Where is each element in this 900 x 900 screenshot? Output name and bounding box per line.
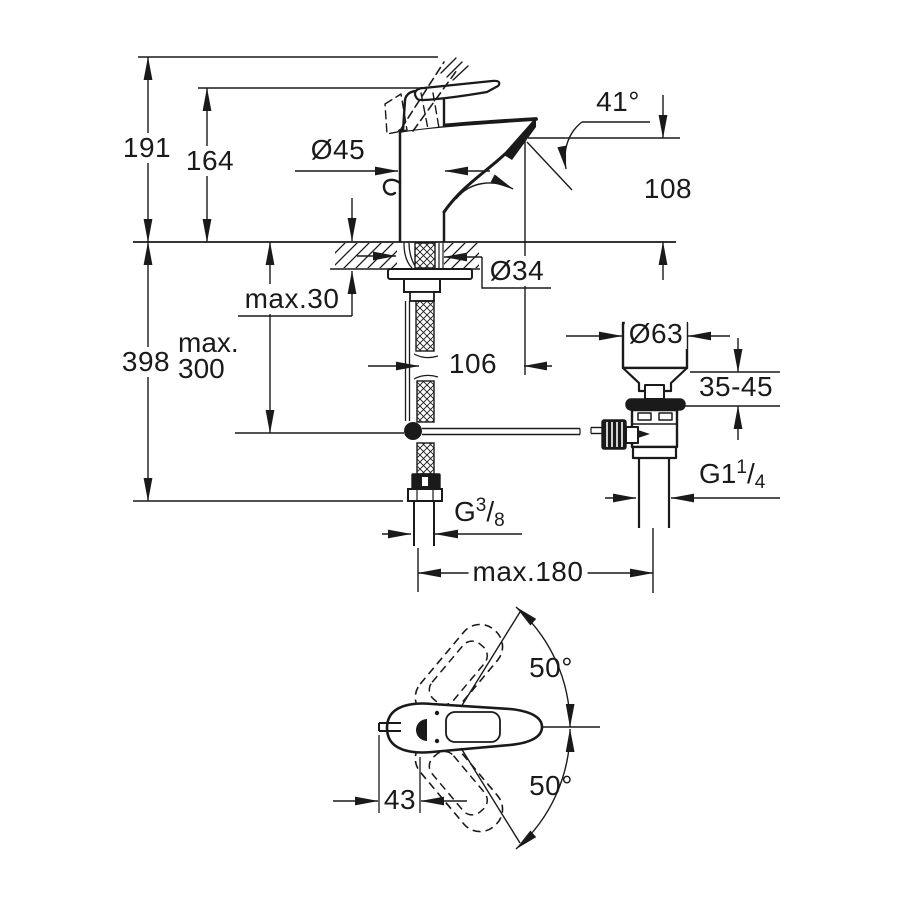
g114-slash: / (746, 458, 755, 489)
handle-front-stub (378, 722, 401, 732)
handle-top-inset (445, 711, 501, 743)
dim-label-max300-line2: 300 (178, 353, 225, 384)
counter-section (335, 243, 479, 268)
shank-thread (414, 242, 436, 269)
dim-41-arc (557, 121, 583, 170)
faucet-body-fill (400, 119, 536, 241)
handle-raised-cap-hatch (440, 57, 469, 81)
mounting-washer (387, 268, 473, 280)
pop-up-waste (601, 321, 689, 528)
dim-label-o45: Ø45 (310, 134, 366, 165)
flex-hose-lower (416, 442, 435, 475)
spout-aerator-tip (504, 120, 536, 160)
spout-underside (442, 152, 507, 214)
dim-label-o34: Ø34 (485, 256, 549, 286)
handle-top-view (385, 702, 544, 754)
dim-label-164: 164 (181, 146, 239, 176)
g38-sub: 8 (494, 510, 505, 531)
counter-hatch-right (444, 243, 479, 268)
dim-50-bottom-arc (515, 728, 575, 850)
dim-label-3545: 35-45 (698, 371, 774, 402)
dim-label-398: 398 (117, 347, 175, 377)
dim-label-max300-line1: max. (178, 327, 239, 358)
rod-ball-joint (404, 422, 422, 440)
swing-down-ref-line (460, 747, 521, 844)
horizontal-pull-rod (422, 426, 604, 436)
plan-view (333, 606, 600, 850)
supply-hose-and-rod (404, 300, 443, 546)
swing-up-ref-line (460, 611, 521, 708)
dim-label-108: 108 (643, 173, 693, 204)
mounting-nut-step (409, 291, 435, 302)
dim-label-g38: G3/8 (454, 495, 505, 531)
dim-label-max300: max. 300 (178, 327, 239, 384)
dim-label-g114: G11/4 (699, 457, 766, 493)
g114-base: G1 (699, 458, 737, 489)
mounting-hardware (387, 268, 473, 302)
dim-label-o63: Ø63 (624, 319, 688, 349)
waste-body-step (631, 445, 678, 460)
waste-stem (644, 384, 665, 400)
dim-label-max30: max.30 (240, 284, 344, 314)
rod-clamp-screw-housing (625, 426, 639, 444)
g38-base: G (454, 496, 476, 527)
dim-o34-leader (481, 257, 551, 289)
rod-clamp-screw (638, 430, 650, 438)
hose-break-top (413, 353, 439, 359)
waste-flange (625, 398, 686, 411)
plan-view-dimensions (333, 606, 600, 850)
dim-label-41deg: 41° (596, 86, 640, 117)
hose-connection-nut (407, 488, 443, 502)
dim-label-43: 43 (383, 784, 417, 815)
g38-sup: 3 (475, 495, 487, 516)
g38-slash: / (486, 496, 495, 527)
pop-up-rod-knob (382, 178, 402, 196)
g114-sup: 1 (736, 457, 747, 478)
flow-direction-arrow (455, 174, 514, 200)
dim-label-191: 191 (118, 133, 176, 163)
flex-hose-upper (415, 300, 435, 352)
waste-shoulder (621, 366, 689, 393)
spout-angle-ref-line (526, 141, 573, 191)
mounting-nut (403, 278, 441, 293)
dim-label-max180: max.180 (468, 557, 588, 587)
faucet-side-view (382, 57, 538, 243)
g114-sub: 4 (754, 472, 766, 493)
flex-hose-middle (416, 380, 435, 423)
dim-50-top-arc (515, 606, 575, 728)
dim-label-50-bottom: 50° (529, 770, 573, 801)
handle-lever (413, 79, 501, 102)
shank-in-hole (403, 242, 444, 269)
handle-logo-mark (416, 719, 427, 741)
hose-break-bottom (413, 374, 439, 380)
dim-label-106: 106 (448, 348, 498, 379)
reference-lines (133, 56, 780, 593)
handle-raised-dashed (384, 61, 458, 135)
dim-label-50-top: 50° (529, 652, 573, 683)
